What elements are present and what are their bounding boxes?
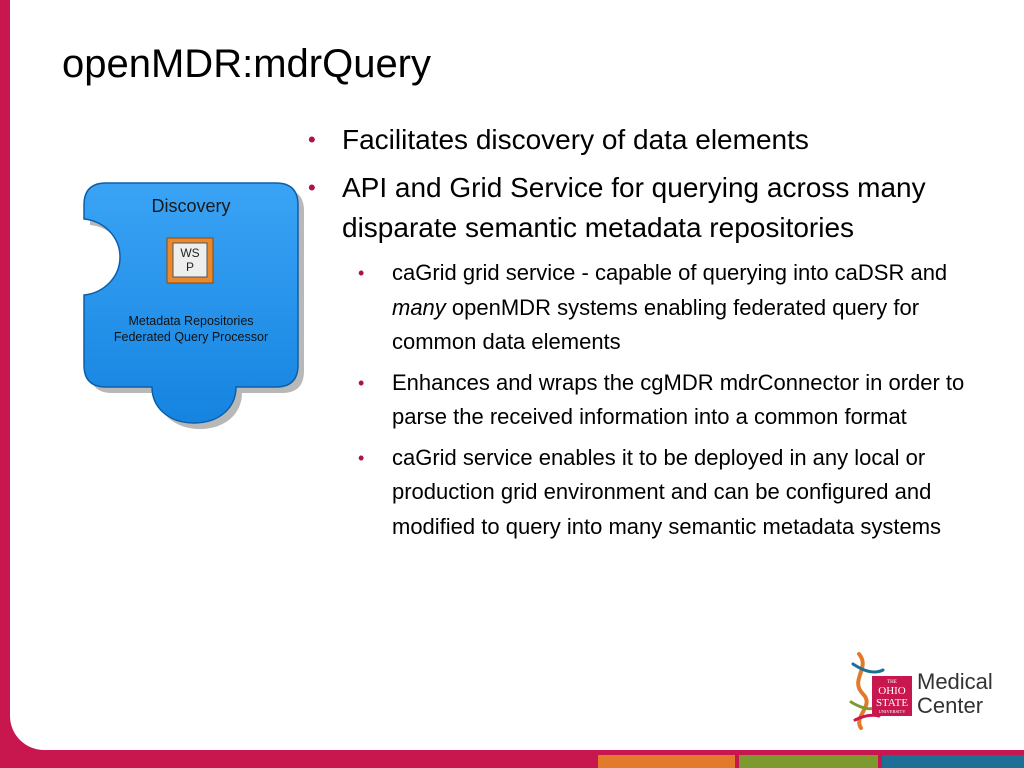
logo-wordmark: Medical Center (917, 670, 993, 718)
sub-bullet-text-part: openMDR systems enabling federated query… (392, 294, 920, 355)
bullet-marker: • (308, 127, 316, 152)
sub-bullet-emphasis: many (392, 294, 446, 320)
seal-line4: UNIVERSITY (879, 709, 907, 714)
osu-medical-center-logo: THE OHIO STATE UNIVERSITY Medical Center (845, 650, 1005, 730)
sub-bullet-marker: • (358, 263, 365, 283)
graphic-caption-line2: Federated Query Processor (114, 330, 268, 344)
logo-text-line1: Medical (917, 669, 993, 694)
slide-title: openMDR:mdrQuery (62, 42, 432, 86)
dna-seal-icon: THE OHIO STATE UNIVERSITY (849, 652, 912, 730)
discovery-label: Discovery (151, 196, 230, 216)
discovery-puzzle-piece: Discovery WS P Metadata Repositories Fed… (83, 182, 304, 429)
graphic-caption-line1: Metadata Repositories (128, 314, 253, 328)
puzzle-shape (83, 182, 299, 424)
footer-bar-orange (598, 755, 735, 768)
seal-line3: STATE (876, 697, 908, 709)
sub-bullet-text: Enhances and wraps the cgMDR mdrConnecto… (392, 369, 965, 430)
sub-bullet-marker: • (358, 372, 365, 393)
sub-bullet-item: • Enhances and wraps the cgMDR mdrConnec… (350, 366, 992, 435)
wsp-icon-text-bottom: P (186, 260, 194, 274)
bullet-marker: • (308, 175, 316, 200)
footer-bar-blue (882, 755, 1024, 768)
logo-text-line2: Center (917, 693, 984, 718)
sub-bullet-item: • caGrid service enables it to be deploy… (350, 441, 992, 545)
seal-line1: THE (887, 680, 897, 685)
slide-body: • Facilitates discovery of data elements… (300, 120, 1000, 550)
bullet-item: • API and Grid Service for querying acro… (300, 168, 1000, 248)
bullet-text: API and Grid Service for querying across… (342, 172, 926, 243)
sub-bullet-text-part: caGrid grid service - capable of queryin… (392, 260, 948, 285)
sub-bullet-marker: • (358, 447, 365, 468)
bullet-text: Facilitates discovery of data elements (342, 124, 809, 155)
sub-bullet-item: • caGrid grid service - capable of query… (350, 256, 992, 360)
wsp-icon: WS P (166, 237, 214, 284)
seal-line2: OHIO (878, 685, 906, 697)
sub-bullet-text: caGrid service enables it to be deployed… (392, 444, 942, 539)
wsp-icon-text-top: WS (180, 246, 199, 260)
footer-bar-green (739, 755, 878, 768)
footer-bar-red (0, 755, 594, 768)
bullet-item: • Facilitates discovery of data elements (300, 120, 1000, 160)
